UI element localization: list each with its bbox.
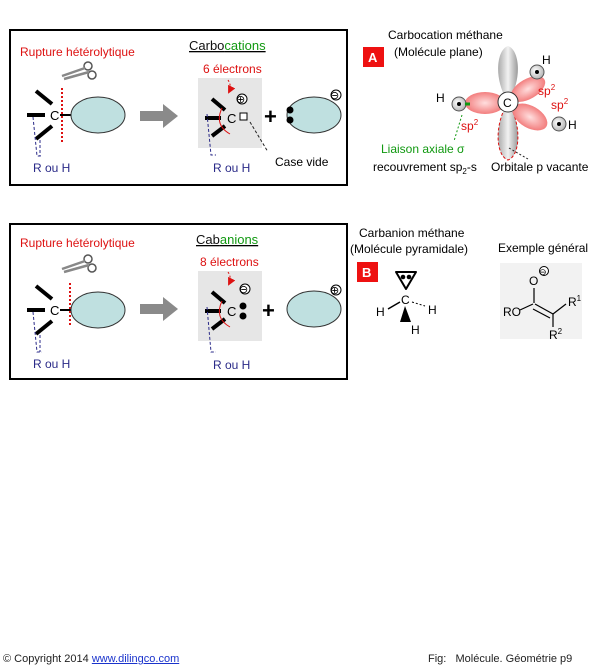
badge-b-label: B — [362, 265, 371, 280]
carbon-label: C — [401, 293, 410, 307]
group-ellipse — [70, 96, 126, 134]
ro-label: RO — [503, 305, 521, 319]
carbocation-title: Carbocation méthane — [388, 28, 503, 42]
carbon-atom: C — [227, 111, 236, 126]
molecule-left: C R ou H — [27, 88, 126, 175]
r2-label: R2 — [549, 327, 563, 342]
o-label: O — [529, 274, 538, 288]
reaction-arrow — [140, 297, 178, 321]
lone-pair-lobe — [395, 271, 417, 290]
empty-orbital-square — [239, 112, 248, 121]
charge-symbol: ⊖ — [539, 267, 547, 277]
orbitale-label: Orbitale p vacante — [491, 160, 589, 174]
molecule-right: 8 électrons C ⊖ R ou H — [198, 255, 262, 372]
reaction-arrow — [140, 104, 178, 128]
carbon-atom: C — [50, 108, 59, 123]
sp2-lobe-downright — [512, 103, 548, 131]
rupture-label: Rupture hétérolytique — [20, 45, 135, 59]
molecule-right: 6 électrons C ⊕ R ou H Case vide — [198, 62, 329, 175]
exemple-title: Exemple général — [498, 241, 588, 255]
group-ellipse — [70, 291, 126, 329]
leaving-group: ⊖ — [286, 89, 342, 134]
electrons-label: 6 électrons — [203, 62, 262, 76]
h-label: H — [436, 91, 445, 105]
badge-b — [357, 262, 378, 282]
carbon-atom: C — [227, 304, 236, 319]
liaison-label: Liaison axiale σ — [381, 142, 465, 156]
plus-sign: + — [264, 104, 277, 129]
plus-sign: + — [262, 298, 275, 323]
copyright-footer: © Copyright 2014 www.dilingco.com — [3, 653, 179, 665]
sp2-lobe-upright — [510, 76, 546, 102]
figure-caption: Fig: Molécule. Géométrie p9 — [428, 653, 572, 665]
carbon-atom: C — [50, 303, 59, 318]
r-label: R ou H — [33, 357, 70, 371]
sp2-label: sp2 — [461, 118, 479, 133]
r-label: R ou H — [33, 161, 70, 175]
charge-symbol: ⊖ — [330, 90, 339, 102]
panel-title: Carbocations — [189, 38, 266, 53]
fig-title: Molécule. Géométrie p9 — [455, 653, 573, 665]
scissors-icon — [61, 61, 97, 81]
h-label: H — [542, 53, 551, 67]
electrons-label: 8 électrons — [200, 255, 259, 269]
panel-title: Cabanions — [196, 232, 259, 247]
sp2-lobe-left — [465, 92, 505, 114]
recouvrement-label: recouvrement sp2-s — [373, 160, 477, 176]
h-label: H — [428, 303, 437, 317]
p-orbital-bottom — [497, 103, 519, 161]
sp2-label: sp2 — [551, 97, 569, 112]
carbon-atom — [497, 91, 519, 113]
h-label: H — [376, 305, 385, 319]
r-label: R ou H — [213, 358, 250, 372]
sp2-label: sp2 — [538, 83, 556, 98]
leaving-group: ⊕ — [286, 284, 342, 328]
carbocation-orbital-diagram: A Carbocation méthane (Molécule plane) C… — [363, 28, 589, 176]
panel-carbocation: Rupture hétérolytique Carbocations C R o… — [9, 29, 348, 186]
site-link[interactable]: www.dilingco.com — [91, 653, 180, 665]
badge-a — [363, 47, 384, 67]
panel-carbanion: Rupture hétérolytique Cabanions C R ou H… — [9, 223, 348, 380]
h-label: H — [568, 118, 577, 132]
carbanion-subtitle: (Molécule pyramidale) — [350, 242, 468, 256]
charge-symbol: ⊕ — [330, 285, 339, 297]
case-vide-label: Case vide — [275, 155, 329, 169]
carbon-label: C — [503, 96, 512, 110]
carbanion-title: Carbanion méthane — [359, 226, 465, 240]
carbanion-diagram: Carbanion méthane (Molécule pyramidale) … — [350, 226, 468, 337]
h-label: H — [411, 323, 420, 337]
molecule-left: C R ou H — [27, 283, 126, 371]
r1-label: R1 — [568, 294, 582, 309]
rupture-label: Rupture hétérolytique — [20, 236, 135, 250]
r-label: R ou H — [213, 161, 250, 175]
exemple-general: Exemple général O ⊖ RO R1 R2 — [498, 241, 588, 342]
scissors-icon — [61, 254, 97, 274]
copyright-text: © Copyright 2014 — [3, 653, 92, 665]
badge-a-label: A — [368, 50, 378, 65]
charge-symbol: ⊖ — [239, 284, 248, 296]
p-orbital-top — [498, 46, 518, 100]
fig-label: Fig: — [428, 653, 447, 665]
charge-symbol: ⊕ — [236, 94, 245, 106]
carbocation-subtitle: (Molécule plane) — [394, 45, 483, 59]
